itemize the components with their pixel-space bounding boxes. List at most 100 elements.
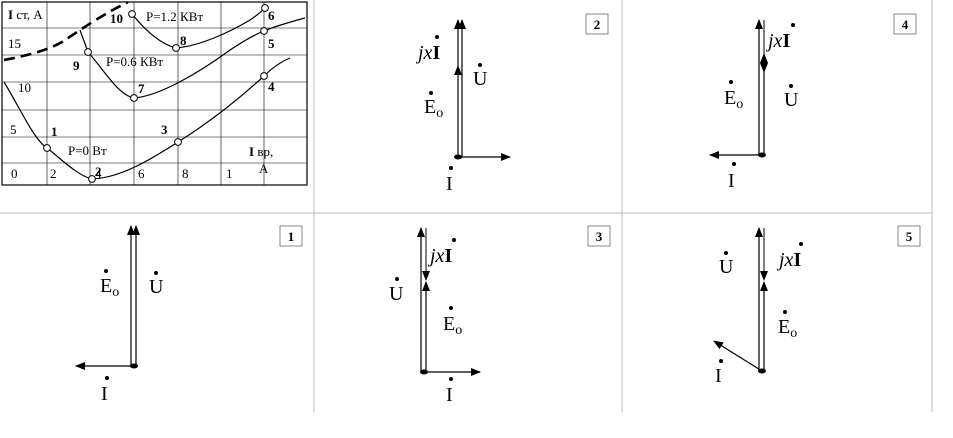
boundary-dashed-curve (3, 0, 129, 62)
point-label-6: 6 (268, 8, 275, 23)
x-tick-8: 8 (182, 166, 189, 181)
u-label: U (784, 89, 799, 111)
y-tick-15: 15 (8, 36, 21, 51)
i-label: I (728, 170, 735, 192)
i-label: I (715, 365, 722, 387)
point-marker-8 (172, 44, 180, 52)
panel-number-box-2 (585, 13, 609, 35)
e0-label: Eo (424, 96, 443, 121)
point-label-5: 5 (268, 36, 275, 51)
jxi-dot (452, 238, 456, 242)
x-tick-4: 4 (95, 166, 102, 181)
point-label-7: 7 (138, 81, 145, 96)
u-label: U (473, 68, 488, 90)
e0-label: Eo (778, 316, 797, 341)
e0-dot (429, 91, 433, 95)
e0-dot (104, 269, 108, 273)
u-dot (395, 277, 399, 281)
point-marker-6 (261, 4, 269, 12)
x-axis-label: I вр, (249, 144, 273, 159)
u-label: U (149, 276, 164, 298)
phasor-origin (758, 368, 766, 374)
operating-points (43, 4, 269, 183)
characteristic-chart: I ст, А I вр, А 15 10 5 0 2 4 6 8 1 P=0 … (1, 0, 308, 186)
i-dot (449, 166, 453, 170)
point-marker-10 (128, 10, 136, 18)
panel-number-box-5 (897, 225, 921, 247)
point-marker-9 (84, 48, 92, 56)
point-label-2: 2 (95, 164, 102, 179)
jxi-label: jxI (765, 30, 790, 52)
phasor-origin (758, 152, 766, 158)
phasor-origin (130, 363, 138, 369)
point-label-3: 3 (161, 122, 168, 137)
i-label: I (446, 173, 453, 195)
point-marker-5 (260, 27, 268, 35)
jxi-dot (799, 242, 803, 246)
jxi-label: jxI (776, 249, 801, 271)
phasor-origin (454, 154, 462, 160)
i-label: I (101, 383, 108, 405)
jxi-dot (791, 23, 795, 27)
i-vector (713, 340, 763, 372)
x-tick-0: 0 (11, 166, 18, 181)
x-tick-6: 6 (138, 166, 145, 181)
point-marker-1 (43, 144, 51, 152)
point-label-8: 8 (180, 33, 187, 48)
y-tick-10: 10 (18, 80, 31, 95)
point-label-9: 9 (73, 58, 80, 73)
panel-number-3: 3 (596, 229, 603, 244)
i-dot (449, 377, 453, 381)
panel-number-1: 1 (288, 229, 295, 244)
curve-label-p0: P=0 Вт (68, 143, 107, 158)
curve-label-p06: P=0.6 КВт (106, 54, 163, 69)
x-axis-unit: А (259, 161, 269, 176)
e0-dot (783, 310, 787, 314)
curve-label-p12: P=1.2 КВт (146, 9, 203, 24)
u-dot (789, 84, 793, 88)
u-label: U (389, 283, 404, 305)
y-tick-5: 5 (10, 122, 17, 137)
point-marker-3 (174, 138, 182, 146)
phasor-origin (420, 369, 428, 375)
i-dot (732, 162, 736, 166)
e0-dot (449, 306, 453, 310)
panel-number-2: 2 (594, 17, 601, 32)
phasor-panel-4: 4 jxI U Eo I (709, 13, 917, 192)
e0-dot (729, 80, 733, 84)
point-label-4: 4 (268, 79, 275, 94)
x-tick-2: 2 (50, 166, 57, 181)
point-marker-7 (130, 94, 138, 102)
i-label: I (446, 384, 453, 406)
panel-number-box-1 (279, 225, 303, 247)
jxi-dot (435, 35, 439, 39)
y-axis-label: I ст, А (8, 7, 43, 22)
x-tick-10: 1 (226, 166, 233, 181)
phasor-panel-5: 5 jxI U Eo I (713, 225, 921, 387)
point-label-1: 1 (51, 124, 58, 139)
u-dot (724, 251, 728, 255)
chart-frame (1, 1, 308, 186)
curve-p12 (131, 7, 266, 49)
point-marker-4 (260, 72, 268, 80)
e0-label: Eo (443, 313, 462, 338)
u-dot (478, 63, 482, 67)
phasor-panel-1: 1 Eo U I (75, 225, 303, 405)
u-label: U (719, 256, 734, 278)
point-label-10: 10 (110, 11, 123, 26)
phasor-panel-2: 2 jxI U Eo I (415, 13, 609, 195)
panel-separators (0, 0, 933, 412)
i-dot (105, 376, 109, 380)
panel-number-5: 5 (906, 229, 913, 244)
panel-number-box-4 (893, 13, 917, 35)
boundary-connector (79, 29, 89, 53)
curve-p06 (87, 17, 306, 99)
e0-label: Eo (724, 87, 743, 112)
panel-number-box-3 (587, 225, 611, 247)
jxi-label: jxI (415, 42, 440, 64)
u-dot (154, 271, 158, 275)
jxi-label: jxI (427, 245, 452, 267)
phasor-panel-3: 3 jxI U Eo I (389, 225, 611, 406)
e0-label: Eo (100, 275, 119, 300)
